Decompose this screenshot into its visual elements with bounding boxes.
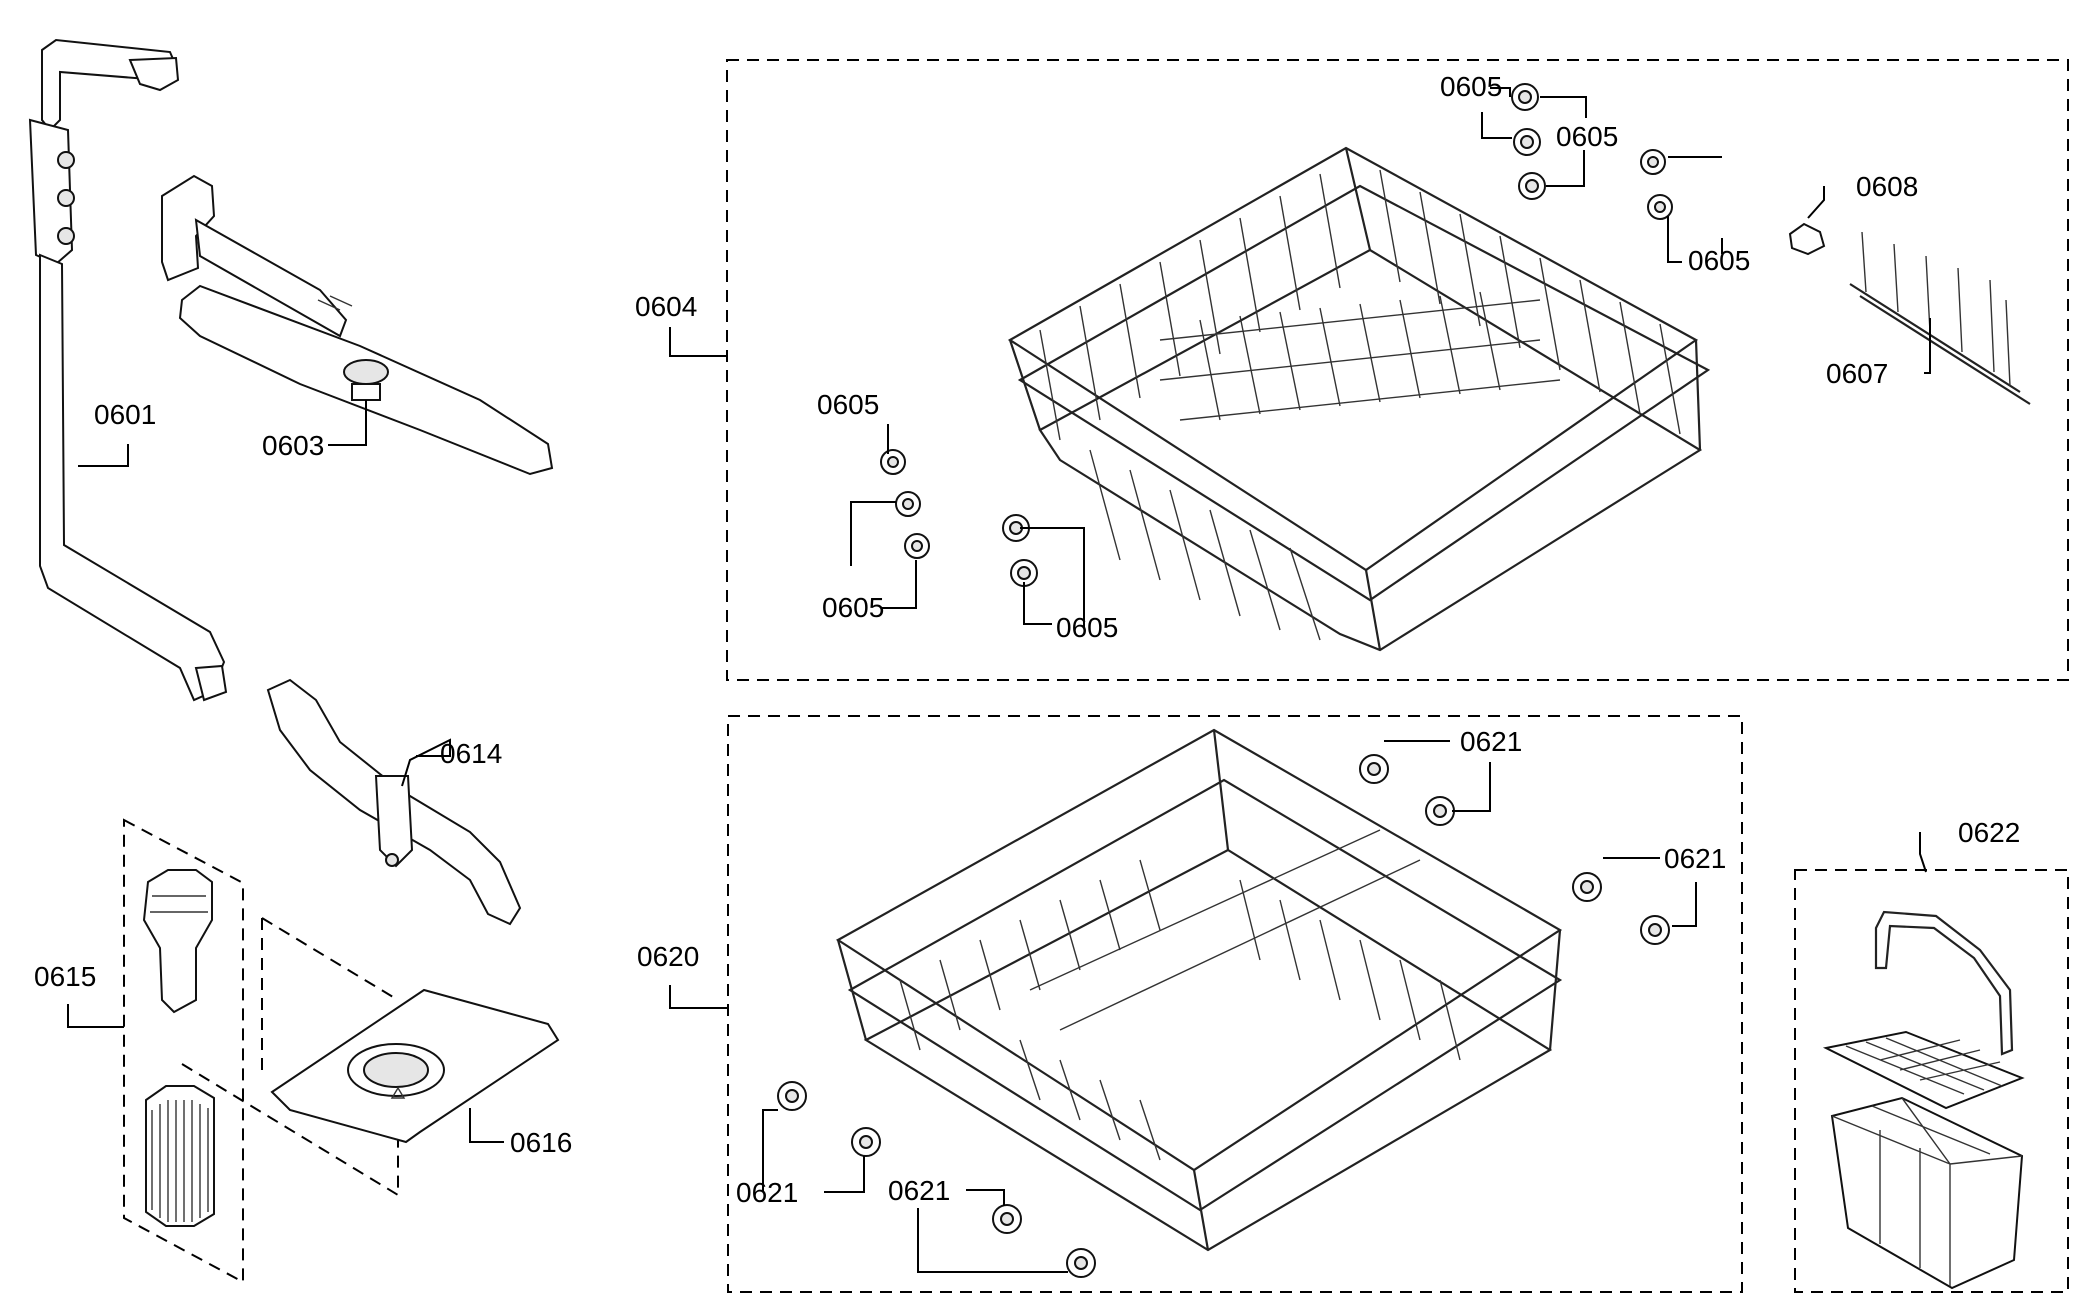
upper-rack-group-box bbox=[726, 59, 2069, 681]
upper-rack-wheels-0605 bbox=[880, 83, 1673, 587]
label-0621-c: 0621 bbox=[736, 1177, 798, 1208]
label-0614: 0614 bbox=[440, 738, 502, 769]
lower-rack-0620 bbox=[835, 728, 1563, 1252]
label-0605-c: 0605 bbox=[1688, 245, 1750, 276]
supply-tube-0601 bbox=[28, 38, 228, 702]
shelf-clip-0608 bbox=[1788, 222, 1826, 256]
lower-rack-wheels-0621 bbox=[777, 754, 1670, 1278]
leader-lines bbox=[67, 87, 1931, 1273]
cup-shelf-0607 bbox=[1849, 231, 2031, 405]
label-0605-f: 0605 bbox=[1056, 612, 1118, 643]
upper-spray-arm-0603 bbox=[161, 174, 554, 476]
label-0608: 0608 bbox=[1856, 171, 1918, 202]
label-0605-e: 0605 bbox=[822, 592, 884, 623]
label-0601: 0601 bbox=[94, 399, 156, 430]
label-0620: 0620 bbox=[637, 941, 699, 972]
label-0621-b: 0621 bbox=[1664, 843, 1726, 874]
filter-assembly-0615 bbox=[142, 869, 215, 1227]
label-0605-b: 0605 bbox=[1556, 121, 1618, 152]
filter-group-box bbox=[123, 818, 244, 1284]
cutlery-basket-0622 bbox=[1822, 910, 2025, 1290]
lower-rack-group-box bbox=[727, 715, 1743, 1293]
label-0615: 0615 bbox=[34, 961, 96, 992]
label-0605-a: 0605 bbox=[1440, 71, 1502, 102]
label-0604: 0604 bbox=[635, 291, 697, 322]
label-0616: 0616 bbox=[510, 1127, 572, 1158]
filter-plate-0616 bbox=[181, 917, 560, 1197]
part-labels: 0601 0603 0604 0605 0605 0605 0605 0605 … bbox=[34, 71, 2020, 1208]
upper-rack-0604 bbox=[1007, 146, 1711, 652]
label-0621-a: 0621 bbox=[1460, 726, 1522, 757]
cutlery-basket-group-box bbox=[1794, 869, 2069, 1293]
label-0605-d: 0605 bbox=[817, 389, 879, 420]
lower-spray-arm-0614 bbox=[266, 678, 522, 926]
label-0607: 0607 bbox=[1826, 358, 1888, 389]
label-0603: 0603 bbox=[262, 430, 324, 461]
label-0622: 0622 bbox=[1958, 817, 2020, 848]
label-0621-d: 0621 bbox=[888, 1175, 950, 1206]
